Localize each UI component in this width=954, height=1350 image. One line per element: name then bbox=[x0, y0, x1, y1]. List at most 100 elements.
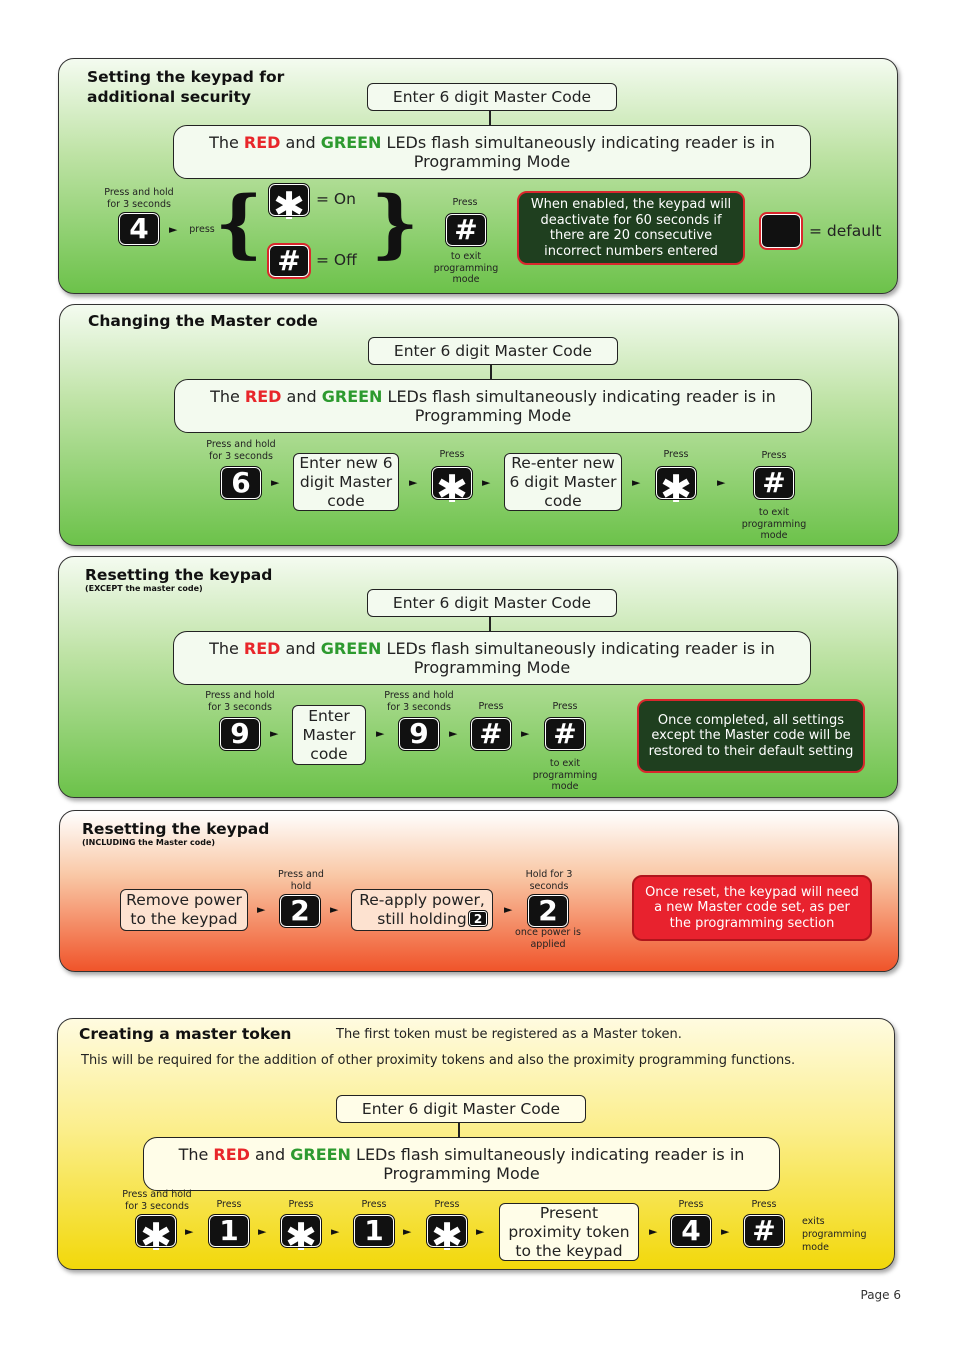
section-title: Setting the keypad for additional securi… bbox=[87, 67, 284, 107]
section-title: Resetting the keypad bbox=[85, 566, 273, 584]
master-code-label: Enter 6 digit Master Code bbox=[393, 341, 593, 360]
arrow: ► bbox=[271, 476, 280, 489]
arrow: ► bbox=[409, 476, 418, 489]
press-label: Press bbox=[663, 449, 689, 460]
hold-for-label: Hold for 3 seconds bbox=[525, 869, 573, 892]
key-star: ✱ bbox=[431, 466, 473, 508]
press-label: Press bbox=[288, 1199, 314, 1210]
key-hash-exit: # bbox=[445, 213, 487, 247]
connector bbox=[490, 365, 492, 379]
exit-label: to exit programming mode bbox=[741, 507, 807, 541]
section-subtitle: (EXCEPT the master code) bbox=[85, 584, 203, 593]
master-code-box: Enter 6 digit Master Code bbox=[368, 337, 618, 365]
arrow: ► bbox=[331, 1225, 340, 1238]
arrow: ► bbox=[169, 223, 178, 236]
programming-mode-box: The RED and GREEN LEDs flash simultaneou… bbox=[173, 631, 811, 685]
press-label: Press bbox=[434, 1199, 460, 1210]
key-4: 4 bbox=[118, 212, 160, 246]
panel-change-master: Changing the Master code Enter 6 digit M… bbox=[59, 304, 899, 546]
programming-mode-box: The RED and GREEN LEDs flash simultaneou… bbox=[174, 379, 812, 433]
arrow: ► bbox=[185, 1225, 194, 1238]
enter-master-box: Enter Master code bbox=[292, 705, 366, 765]
programming-text: The RED and GREEN LEDs flash simultaneou… bbox=[209, 133, 775, 171]
press-label: press bbox=[189, 224, 215, 235]
arrow: ► bbox=[403, 1225, 412, 1238]
section-title: Creating a master token bbox=[79, 1025, 292, 1043]
key-star: ✱ bbox=[135, 1214, 177, 1256]
arrow: ► bbox=[258, 1225, 267, 1238]
press-label: Press bbox=[761, 450, 787, 461]
key-6: 6 bbox=[220, 466, 262, 500]
arrow: ► bbox=[632, 476, 641, 489]
key-hash-exit: # bbox=[753, 466, 795, 500]
press-label: Press bbox=[751, 1199, 777, 1210]
arrow: ► bbox=[257, 903, 266, 916]
master-code-box: Enter 6 digit Master Code bbox=[336, 1095, 586, 1123]
arrow: ► bbox=[449, 727, 458, 740]
panel-reset-except-master: Resetting the keypad (EXCEPT the master … bbox=[58, 556, 898, 798]
programming-text: The RED and GREEN LEDs flash simultaneou… bbox=[209, 639, 775, 677]
default-indicator bbox=[759, 212, 803, 250]
key-2-hold: 2 bbox=[527, 894, 569, 928]
arrow: ► bbox=[376, 727, 385, 740]
exit-label: to exit programming mode bbox=[532, 758, 598, 792]
key-star: ✱ bbox=[426, 1214, 468, 1256]
section-subtitle: (INCLUDING the Master code) bbox=[82, 838, 216, 847]
inline-key-2: 2 bbox=[468, 910, 488, 927]
press-hold-label: Press and hold for 3 seconds bbox=[104, 187, 174, 210]
connector bbox=[458, 1123, 460, 1137]
reset-master-note: Once reset, the keypad will need a new M… bbox=[632, 875, 872, 941]
section-title: Changing the Master code bbox=[88, 312, 318, 330]
key-1: 1 bbox=[353, 1214, 395, 1248]
once-power-label: once power is applied bbox=[515, 927, 581, 950]
key-star: ✱ bbox=[268, 183, 310, 225]
key-hash: # bbox=[267, 243, 311, 279]
press-label: Press bbox=[361, 1199, 387, 1210]
press-label: Press bbox=[478, 701, 504, 712]
press-hold-label: Press and hold for 3 seconds bbox=[384, 690, 454, 713]
master-code-label: Enter 6 digit Master Code bbox=[392, 87, 592, 106]
arrow: ► bbox=[521, 727, 530, 740]
panel-additional-security: Setting the keypad for additional securi… bbox=[58, 58, 898, 294]
reapply-power-box: Re-apply power, still holding bbox=[351, 889, 493, 931]
arrow: ► bbox=[270, 727, 279, 740]
press-and-hold-label: Press and hold bbox=[278, 869, 324, 892]
intro-line2: This will be required for the addition o… bbox=[81, 1053, 796, 1068]
panel-master-token: Creating a master token The first token … bbox=[57, 1018, 895, 1270]
arrow: ► bbox=[649, 1225, 658, 1238]
connector bbox=[489, 617, 491, 631]
key-star: ✱ bbox=[655, 466, 697, 508]
remove-power-box: Remove power to the keypad bbox=[120, 889, 248, 931]
programming-text: The RED and GREEN LEDs flash simultaneou… bbox=[178, 1145, 745, 1183]
master-code-box: Enter 6 digit Master Code bbox=[367, 83, 617, 111]
key-2: 2 bbox=[279, 894, 321, 928]
arrow: ► bbox=[482, 476, 491, 489]
press-hold-label: Press and hold for 3 seconds bbox=[205, 690, 275, 713]
programming-mode-box: The RED and GREEN LEDs flash simultaneou… bbox=[173, 125, 811, 179]
arrow: ► bbox=[721, 1225, 730, 1238]
arrow: ► bbox=[330, 903, 339, 916]
key-hash-exit: # bbox=[544, 717, 586, 751]
reapply-text: Re-apply power, still holding bbox=[359, 891, 485, 928]
reset-note: Once completed, all settings except the … bbox=[637, 699, 865, 773]
key-hash: # bbox=[470, 717, 512, 751]
off-label: = Off bbox=[316, 251, 357, 269]
master-code-box: Enter 6 digit Master Code bbox=[367, 589, 617, 617]
page-number: Page 6 bbox=[860, 1288, 902, 1302]
arrow: ► bbox=[476, 1225, 485, 1238]
panel-reset-including-master: Resetting the keypad (INCLUDING the Mast… bbox=[59, 810, 899, 972]
brace-open: { bbox=[215, 181, 263, 267]
exits-label: exits programming mode bbox=[802, 1216, 867, 1253]
section-title: Resetting the keypad bbox=[82, 820, 270, 838]
security-note: When enabled, the keypad will deactivate… bbox=[517, 191, 745, 265]
key-9-second: 9 bbox=[398, 717, 440, 751]
master-code-label: Enter 6 digit Master Code bbox=[392, 593, 592, 612]
on-label: = On bbox=[316, 190, 356, 208]
programming-text: The RED and GREEN LEDs flash simultaneou… bbox=[210, 387, 776, 425]
exit-label: to exit programming mode bbox=[433, 251, 499, 285]
programming-mode-box: The RED and GREEN LEDs flash simultaneou… bbox=[143, 1137, 780, 1191]
connector bbox=[489, 111, 491, 125]
key-4: 4 bbox=[670, 1214, 712, 1248]
title-line2: additional security bbox=[87, 88, 251, 106]
reenter-new-box: Re-enter new 6 digit Master code bbox=[504, 453, 622, 511]
